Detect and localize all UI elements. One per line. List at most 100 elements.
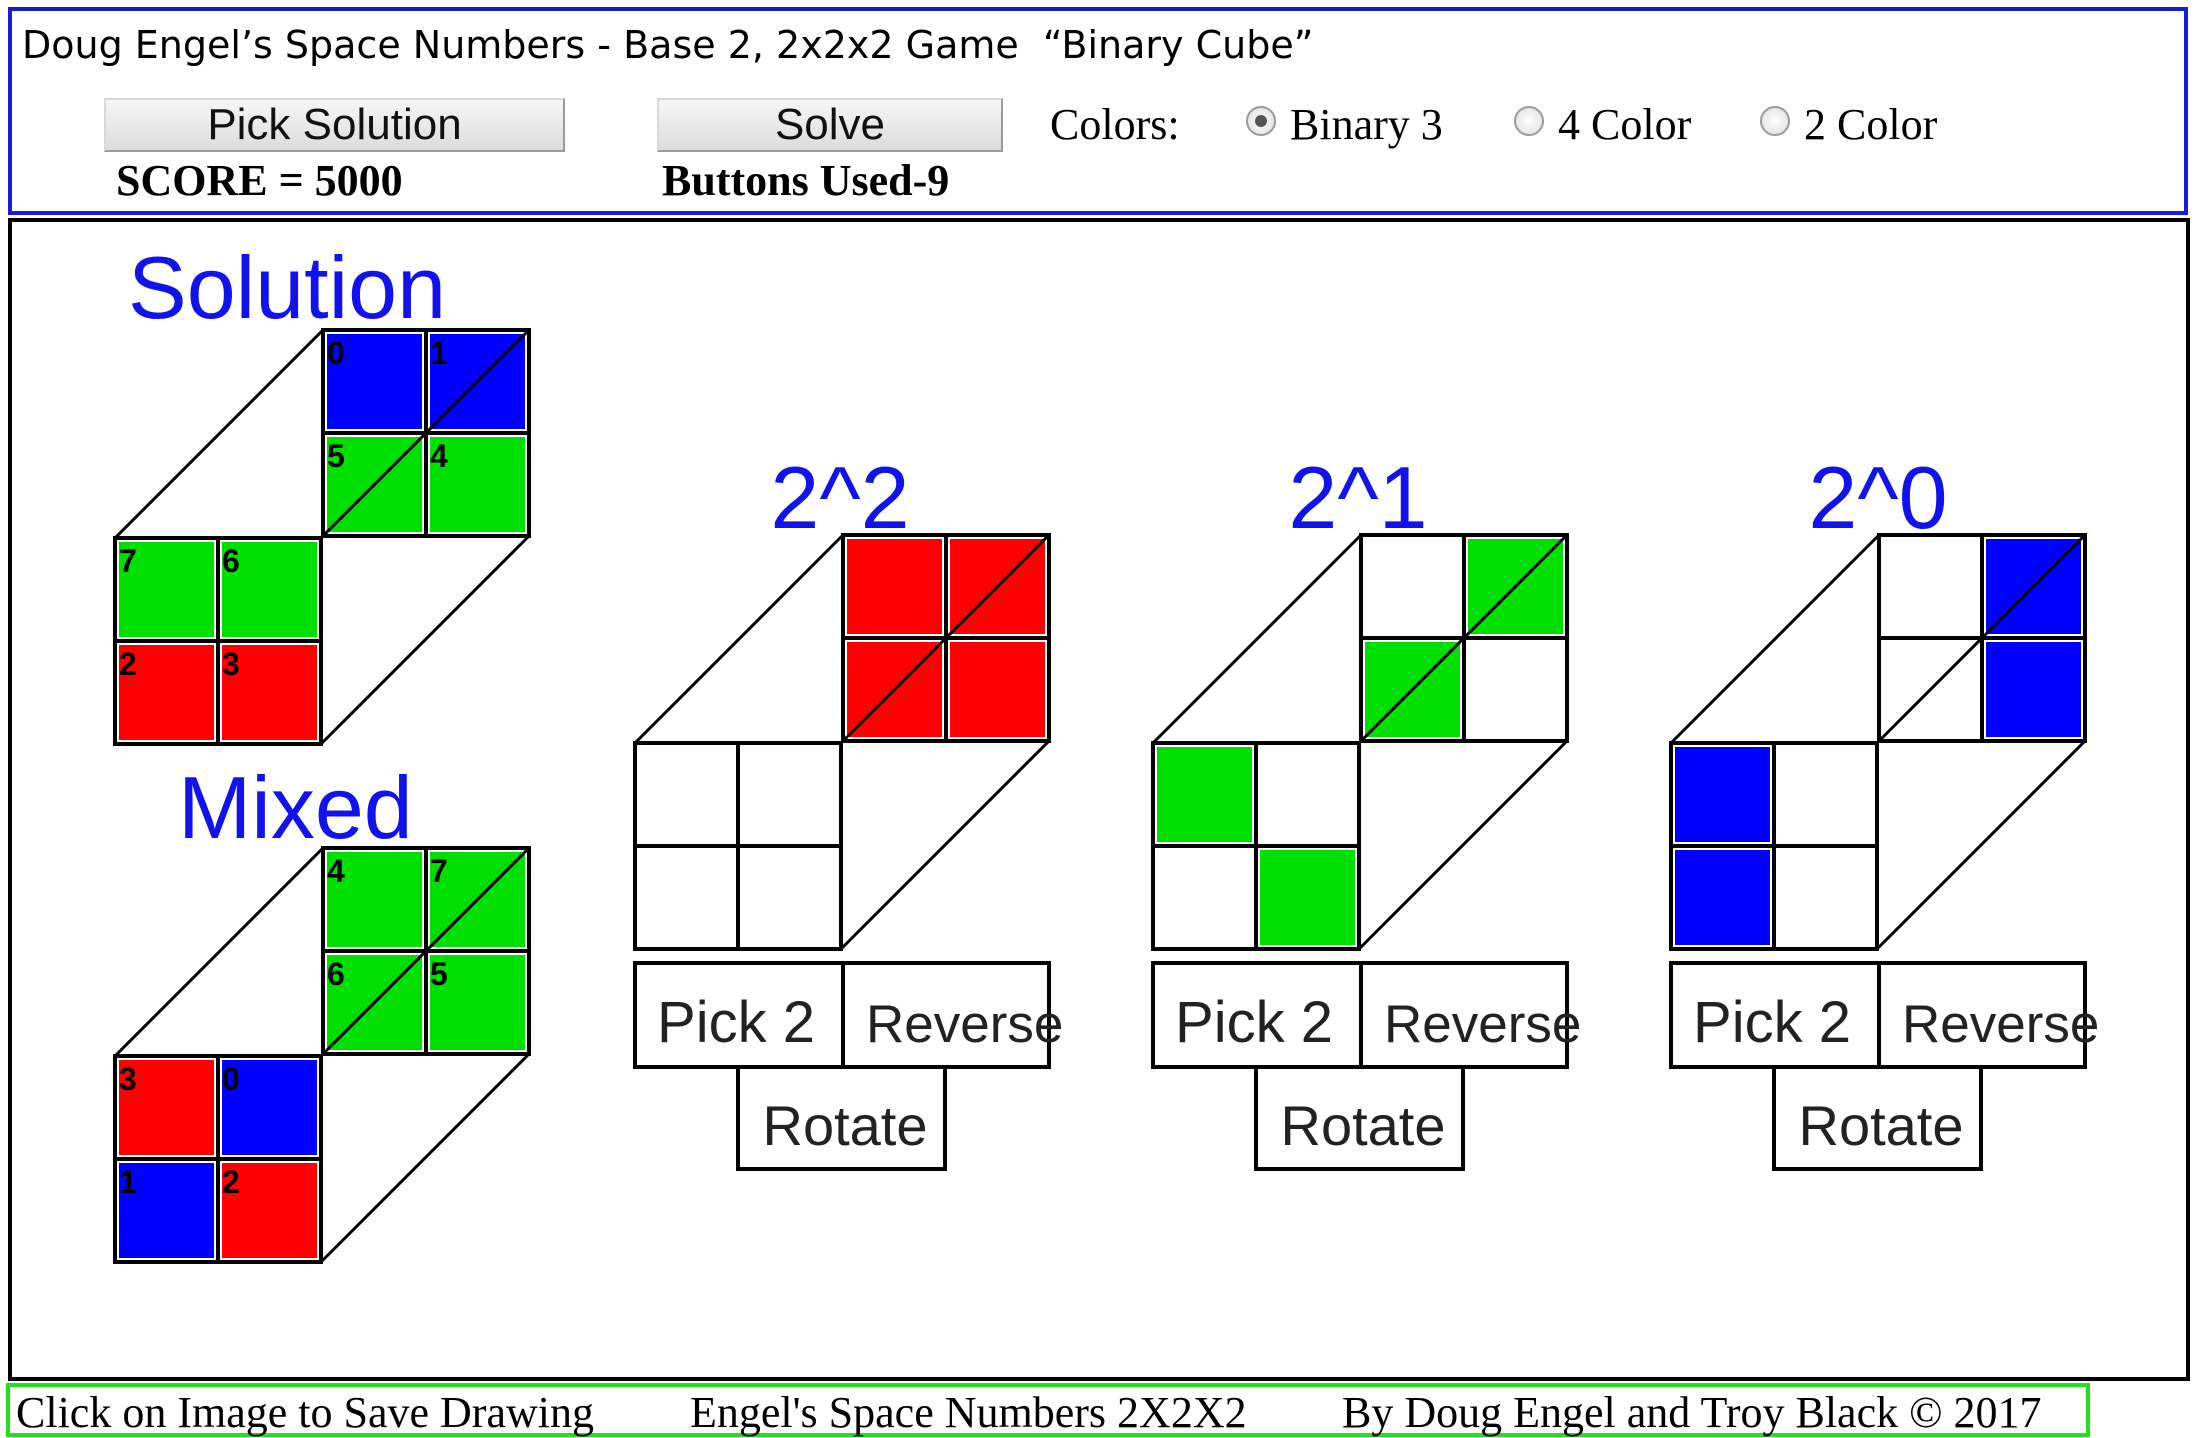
panel-2-1-pick-label: Pick 2 [1175,990,1333,1055]
mixed-cell-fill-6 [119,1163,214,1258]
panel-2-0-pick-label: Pick 2 [1693,990,1851,1055]
panel-1-cell-5[interactable] [1254,741,1361,848]
2-color-label[interactable]: 2 Color [1804,100,1938,149]
panel-2-cell-0[interactable] [1877,533,1984,640]
panel-2-1-title: 2^1 [1288,448,1427,547]
panel-0-cell-7[interactable] [736,844,843,951]
panel-2-1-cube [1151,533,1569,951]
pick-solution-button[interactable]: Pick Solution [104,98,565,152]
solution-cell-label-6: 2 [119,646,137,682]
solution-cell-fill-0 [327,334,422,429]
panel-2-2-reverse-label: Reverse [866,995,1063,1054]
solution-cell-label-4: 7 [119,543,137,579]
solve-button[interactable]: Solve [657,98,1003,152]
panel-2-0-rotate-label: Rotate [1799,1094,1964,1157]
2-color-radio[interactable] [1760,106,1790,136]
solution-cell-label-1: 1 [430,335,448,371]
panel-2-0-reverse-label: Reverse [1902,995,2099,1054]
panel-2-0-reverse-button[interactable]: Reverse [1877,961,2099,1069]
panel-1-edge-1 [1357,739,1569,951]
mixed-cell-label-7: 2 [222,1164,240,1200]
panel-0-cell-fill-3 [950,642,1045,737]
solution-edge-2 [319,328,531,540]
panel-2-0-rotate-button[interactable]: Rotate [1772,1065,1983,1171]
panel-2-2-rotate-button[interactable]: Rotate [736,1065,947,1171]
panel-2-1-reverse-label: Reverse [1384,995,1581,1054]
mixed-cell-fill-4 [119,1060,214,1155]
footer-bar: Click on Image to Save Drawing Engel's S… [6,1383,2090,1437]
mixed-cell-fill-5 [222,1060,317,1155]
solution-cell-fill-4 [119,542,214,637]
mixed-edge-1 [319,1052,531,1264]
mixed-cell-label-0: 4 [327,853,345,889]
mixed-cell-label-5: 0 [222,1061,240,1097]
solution-title: Solution [128,238,446,337]
panel-0-edge-0 [633,533,845,745]
panel-1-cell-6[interactable] [1151,844,1258,951]
panel-2-2-cube [633,533,1051,951]
panel-2-edge-0 [1669,533,1881,745]
mixed-cell-fill-3 [430,955,525,1050]
solution-cell-fill-6 [119,645,214,740]
panel-2-1-rotate-button[interactable]: Rotate [1254,1065,1465,1171]
panel-1-cell-3[interactable] [1462,636,1569,743]
panel-2-2-pick-label: Pick 2 [657,990,815,1055]
footer-credit: By Doug Engel and Troy Black © 2017 [1342,1388,2042,1437]
panel-0-cell-fill-0 [847,539,942,634]
panel-0-edge-1 [839,739,1051,951]
panel-2-2-reverse-button[interactable]: Reverse [841,961,1063,1069]
solution-cell-label-5: 6 [222,543,240,579]
4-color-radio[interactable] [1514,106,1544,136]
mixed-cell-fill-0 [327,852,422,947]
panel-2-cell-5[interactable] [1772,741,1879,848]
solution-cell-fill-3 [430,437,525,532]
colors-label: Colors: [1050,100,1180,149]
panel-2-1-rotate-label: Rotate [1281,1094,1446,1157]
mixed-cell-label-4: 3 [119,1061,137,1097]
mixed-cell-label-6: 1 [119,1164,137,1200]
binary-3-label[interactable]: Binary 3 [1290,100,1443,149]
panel-1-cell-fill-4 [1157,747,1252,842]
solution-cell-fill-7 [222,645,317,740]
solution-cell-label-7: 3 [222,646,240,682]
mixed-cell-label-1: 7 [430,853,448,889]
panel-2-2-rotate-label: Rotate [763,1094,928,1157]
solution-cell-label-3: 4 [430,438,448,474]
panel-2-0-pick-button[interactable]: Pick 2 [1669,961,1881,1069]
solution-cell-fill-5 [222,542,317,637]
page-title: Doug Engel’s Space Numbers - Base 2, 2x2… [22,23,1314,67]
solution-cell-label-2: 5 [327,438,345,474]
panel-0-cell-6[interactable] [633,844,740,951]
4-color-label[interactable]: 4 Color [1558,100,1692,149]
panel-0-cell-4[interactable] [633,741,740,848]
mixed-edge-2 [319,846,531,1058]
mixed-cell-fill-7 [222,1163,317,1258]
panel-1-edge-0 [1151,533,1363,745]
panel-1-edge-2 [1357,533,1569,745]
solution-edge-1 [319,534,531,746]
panel-2-0-title: 2^0 [1808,448,1947,547]
panel-1-cell-0[interactable] [1359,533,1466,640]
mixed-edge-0 [113,846,325,1058]
panel-2-cell-fill-3 [1986,642,2081,737]
panel-2-cell-7[interactable] [1772,844,1879,951]
footer-save-hint[interactable]: Click on Image to Save Drawing [16,1388,594,1437]
panel-2-0-cube [1669,533,2087,951]
binary-3-radio[interactable] [1246,106,1276,136]
panel-2-edge-2 [1875,533,2087,745]
panel-2-2-pick-button[interactable]: Pick 2 [633,961,845,1069]
footer-product: Engel's Space Numbers 2X2X2 [690,1388,1247,1437]
panel-0-edge-2 [839,533,1051,745]
solution-cell-label-0: 0 [327,335,345,371]
panel-2-1-pick-button[interactable]: Pick 2 [1151,961,1363,1069]
mixed-cell-label-2: 6 [327,956,345,992]
panel-0-cell-5[interactable] [736,741,843,848]
mixed-title: Mixed [178,758,413,857]
panel-2-cell-fill-4 [1675,747,1770,842]
panel-1-cell-fill-7 [1260,850,1355,945]
solution-edge-0 [113,328,325,540]
game-board-frame[interactable] [8,218,2190,1381]
panel-2-1-reverse-button[interactable]: Reverse [1359,961,1581,1069]
